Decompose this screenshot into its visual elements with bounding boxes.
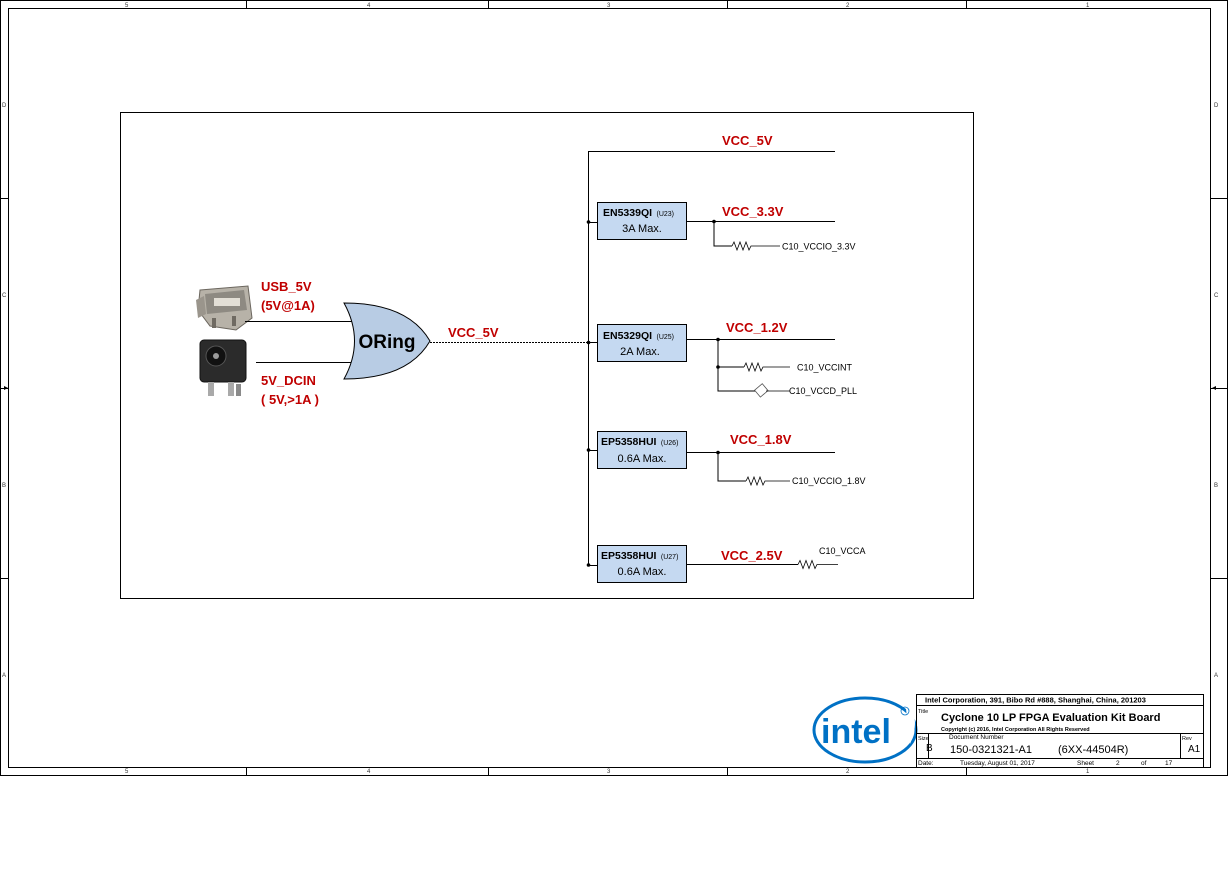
zone-col-label: 5 — [125, 3, 129, 9]
title-block — [916, 694, 1204, 768]
load-wire — [717, 340, 756, 392]
zone-col-label: 1 — [1086, 3, 1090, 9]
zone-col-label: 2 — [846, 3, 850, 9]
load-signal-label: C10_VCCIO_1.8V — [792, 476, 866, 486]
company-address: Intel Corporation, 391, Bibo Rd #888, Sh… — [925, 696, 1146, 705]
zone-col-label: 3 — [607, 769, 611, 775]
document-number-alt: (6XX-44504R) — [1058, 744, 1128, 756]
load-resistor-icon — [797, 559, 838, 570]
regulator-max: 3A Max. — [622, 223, 662, 235]
zone-row-label: C — [2, 293, 7, 299]
date-field-label: Date: — [918, 760, 934, 767]
sheet-field-label: Sheet — [1077, 760, 1094, 767]
junction-dot — [712, 219, 716, 224]
dc-jack-icon — [199, 339, 247, 396]
title-field-label: Title — [918, 709, 928, 715]
regulator-max: 0.6A Max. — [618, 566, 667, 578]
sheet-number: 2 — [1116, 760, 1120, 767]
load-wire — [717, 453, 746, 482]
zone-row-label: D — [2, 103, 7, 109]
diagram-frame — [120, 112, 974, 599]
rev-field-label: Rev — [1182, 736, 1192, 742]
intel-logo: intel — [812, 696, 918, 764]
zone-col-label: 1 — [1086, 769, 1090, 775]
zone-col-label: 5 — [125, 769, 129, 775]
regulator-u27 — [597, 545, 687, 583]
rev-value: A1 — [1188, 744, 1201, 755]
load-resistor-icon — [743, 361, 790, 373]
rail-net-label: VCC_2.5V — [721, 548, 783, 563]
board-title: Cyclone 10 LP FPGA Evaluation Kit Board — [941, 712, 1160, 724]
dc-net-label: 5V_DCIN — [261, 373, 316, 388]
regulator-part: EN5329QI (U25) — [603, 326, 674, 343]
zone-column-dividers — [0, 0, 1228, 776]
regulator-part: EP5358HUI (U27) — [601, 546, 678, 563]
top-rail-net: VCC_5V — [722, 133, 773, 148]
load-wire — [713, 222, 732, 247]
zone-row-label: B — [1214, 483, 1218, 489]
regulator-u25 — [597, 324, 687, 362]
zone-row-label: A — [1214, 673, 1218, 679]
load-signal-label: C10_VCCIO_3.3V — [782, 242, 856, 252]
usb-rating-label: (5V@1A) — [261, 298, 315, 313]
oring-output-net: VCC_5V — [448, 325, 499, 340]
regulator-max: 0.6A Max. — [618, 453, 667, 465]
total-sheets: 17 — [1165, 760, 1173, 767]
junction-dot — [716, 450, 720, 455]
zone-row-label: B — [2, 483, 6, 489]
zone-col-label: 3 — [607, 3, 611, 9]
zone-col-label: 4 — [367, 3, 371, 9]
zone-row-label: C — [1214, 293, 1219, 299]
load-resistor-icon — [731, 240, 780, 252]
inner-border — [8, 8, 1211, 768]
intel-logo-text: intel — [821, 713, 891, 751]
copyright: Copyright (c) 2016, Intel Corporation Al… — [941, 727, 1090, 733]
zone-arrows — [4, 386, 1216, 390]
usb-net-label: USB_5V — [261, 279, 312, 294]
regulator-u26 — [597, 431, 687, 469]
junction-dot — [716, 337, 720, 342]
outer-border — [0, 0, 1228, 776]
zone-row-label: D — [1214, 103, 1219, 109]
regulator-part: EN5339QI (U23) — [603, 203, 674, 220]
size-value: B — [926, 743, 933, 754]
size-field-label: Size — [918, 736, 929, 742]
load-signal-label: C10_VCCD_PLL — [789, 386, 857, 396]
rail-net-label: VCC_1.8V — [730, 432, 792, 447]
oring-gate-shape — [343, 302, 431, 380]
load-signal-label: C10_VCCINT — [797, 363, 853, 373]
load-resistor-icon — [745, 475, 790, 487]
load-signal-label: C10_VCCA — [819, 546, 866, 556]
of-label: of — [1141, 760, 1147, 767]
regulator-max: 2A Max. — [620, 346, 660, 358]
docnum-field-label: Document Number — [949, 734, 1004, 741]
usb-connector-icon — [196, 285, 253, 331]
ferrite-bead-icon — [754, 383, 790, 398]
regulator-part: EP5358HUI (U26) — [601, 432, 678, 449]
date-value: Tuesday, August 01, 2017 — [960, 760, 1035, 767]
rail-net-label: VCC_1.2V — [726, 320, 788, 335]
dc-rating-label: ( 5V,>1A ) — [261, 392, 319, 407]
zone-row-label: A — [2, 673, 6, 679]
junction-dot — [716, 365, 720, 369]
zone-col-label: 2 — [846, 769, 850, 775]
rail-net-label: VCC_3.3V — [722, 204, 784, 219]
zone-col-label: 4 — [367, 769, 371, 775]
oring-label: ORing — [359, 332, 416, 353]
document-number: 150-0321321-A1 — [950, 744, 1032, 756]
